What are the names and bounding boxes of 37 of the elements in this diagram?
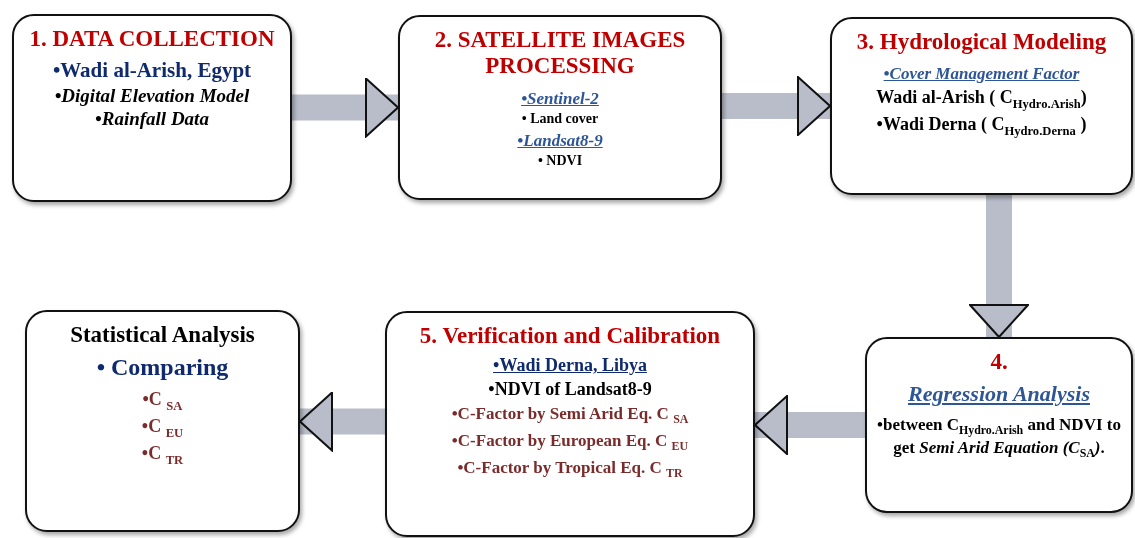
bullet-item: •C-Factor by European Eq. C $_{EU}$ <box>451 430 689 454</box>
bullet-item: •C-Factor by Tropical Eq. C $_{TR}$ <box>457 457 683 482</box>
bullet-item: •between C$_{Hydro.Arish}$ and NDVI to get Semi Arid Equation (C$_{SA}$). <box>876 414 1122 461</box>
bullet-item: •Wadi Derna, Libya <box>493 355 647 377</box>
arrow <box>722 76 831 136</box>
bullet-item: •Landsat8-9 <box>517 130 603 151</box>
process-box <box>25 310 300 532</box>
step-title: 3. Hydrological Modeling <box>856 29 1107 56</box>
bullet-item: • NDVI <box>537 153 583 170</box>
process-box <box>12 14 292 202</box>
process-box <box>385 311 755 537</box>
step-title: Statistical Analysis <box>70 322 255 349</box>
bullet-item: • Comparing <box>96 354 229 383</box>
arrow <box>969 195 1029 338</box>
bullet-item: •Wadi al-Arish, Egypt <box>52 58 252 83</box>
process-box <box>865 337 1133 513</box>
bullet-item: •C $_{EU}$ <box>141 416 184 441</box>
step-title: 4. <box>990 349 1008 376</box>
bullet-item: Wadi al-Arish ( C$_{Hydro.Arish}$) <box>876 87 1087 112</box>
bullet-item: •Digital Elevation Model <box>54 84 250 107</box>
arrow <box>754 395 865 455</box>
process-box <box>830 17 1133 195</box>
step-title: 1. DATA COLLECTION <box>29 26 275 53</box>
bullet-item: •C $_{TR}$ <box>141 443 184 468</box>
process-box <box>398 15 722 200</box>
bullet-item: •C-Factor by Semi Arid Eq. C $_{SA}$ <box>451 403 689 427</box>
step-title: 5. Verification and Calibration <box>419 323 721 350</box>
bullet-item: •C $_{SA}$ <box>142 389 183 414</box>
bullet-item: • Land cover <box>521 111 599 128</box>
step-title: 2. SATELLITE IMAGES PROCESSING <box>433 27 687 80</box>
bullet-item: •Sentinel-2 <box>521 88 599 109</box>
bullet-item: •Rainfall Data <box>95 108 209 131</box>
arrow <box>292 77 399 138</box>
bullet-item: •Wadi Derna ( C$_{Hydro.Derna}$ ) <box>876 114 1087 139</box>
bullet-item: Regression Analysis <box>908 381 1090 407</box>
bullet-item: •Cover Management Factor <box>883 64 1080 84</box>
bullet-item: •NDVI of Landsat8-9 <box>488 379 652 400</box>
